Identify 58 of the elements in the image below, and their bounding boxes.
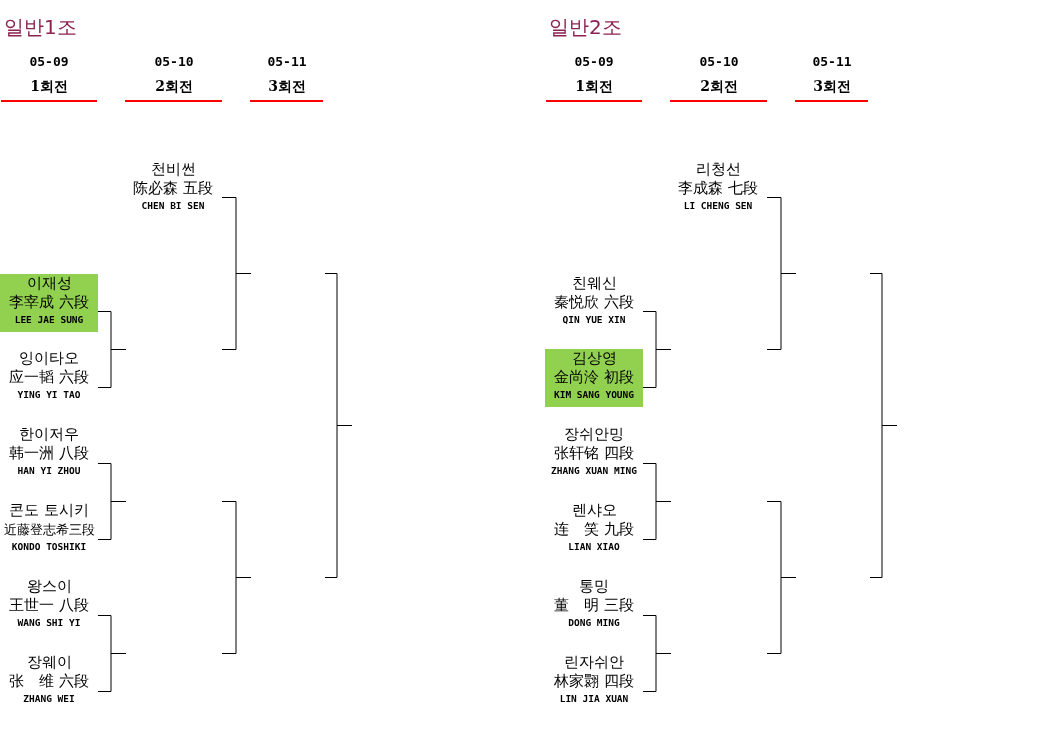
chinese-name: 韩一洲 八段 bbox=[8, 444, 90, 463]
date-label: 05-11 bbox=[811, 54, 853, 69]
korean-name: 린자쉬안 bbox=[563, 653, 625, 672]
korean-name: 잉이타오 bbox=[18, 349, 80, 368]
romanized-name: KIM SANG YOUNG bbox=[552, 388, 636, 402]
chinese-name: 秦悦欣 六段 bbox=[553, 293, 635, 312]
chinese-name: 陈必森 五段 bbox=[132, 179, 214, 198]
date-label: 05-09 bbox=[28, 54, 70, 69]
highlight-box bbox=[545, 349, 643, 407]
romanized-name: LIAN XIAO bbox=[567, 540, 621, 554]
korean-name: 장쉬안밍 bbox=[563, 425, 625, 444]
date-label: 05-09 bbox=[573, 54, 615, 69]
korean-name: 콘도 토시키 bbox=[8, 501, 90, 520]
chinese-name: 李宰成 六段 bbox=[8, 293, 90, 312]
romanized-name: CHEN BI SEN bbox=[140, 199, 206, 213]
romanized-name: ZHANG XUAN MING bbox=[550, 464, 638, 478]
chinese-name: 董 明 三段 bbox=[553, 596, 635, 615]
round-label: 3회전 bbox=[812, 78, 852, 96]
korean-name: 왕스이 bbox=[25, 577, 73, 596]
round-label: 1회전 bbox=[574, 78, 614, 96]
chinese-name: 张轩铭 四段 bbox=[553, 444, 635, 463]
korean-name: 장웨이 bbox=[25, 653, 73, 672]
korean-name: 이재성 bbox=[25, 274, 73, 293]
chinese-name: 李成森 七段 bbox=[677, 179, 759, 198]
romanized-name: HAN YI ZHOU bbox=[16, 464, 82, 478]
korean-name: 천비썬 bbox=[149, 160, 197, 179]
round-label: 3회전 bbox=[267, 78, 307, 96]
korean-name: 친웨신 bbox=[570, 274, 618, 293]
romanized-name: LEE JAE SUNG bbox=[13, 313, 85, 327]
romanized-name: YING YI TAO bbox=[16, 388, 82, 402]
romanized-name: LIN JIA XUAN bbox=[558, 692, 630, 706]
romanized-name: DONG MING bbox=[567, 616, 621, 630]
date-label: 05-10 bbox=[153, 54, 195, 69]
korean-name: 김상영 bbox=[570, 349, 618, 368]
group-heading: 일반2조 bbox=[549, 14, 622, 41]
chinese-name: 近藤登志希三段 bbox=[2, 521, 96, 539]
highlight-box bbox=[0, 274, 98, 332]
chinese-name: 王世一 八段 bbox=[8, 596, 90, 615]
date-label: 05-10 bbox=[698, 54, 740, 69]
chinese-name: 张 维 六段 bbox=[8, 672, 90, 691]
korean-name: 통밍 bbox=[578, 577, 610, 596]
romanized-name: QIN YUE XIN bbox=[561, 313, 627, 327]
chinese-name: 连 笑 九段 bbox=[553, 520, 635, 539]
round-label: 2회전 bbox=[699, 78, 739, 96]
romanized-name: KONDO TOSHIKI bbox=[10, 540, 88, 554]
korean-name: 한이저우 bbox=[18, 425, 80, 444]
round-label: 2회전 bbox=[154, 78, 194, 96]
round-label: 1회전 bbox=[29, 78, 69, 96]
chinese-name: 应一韬 六段 bbox=[8, 368, 90, 387]
romanized-name: LI CHENG SEN bbox=[682, 199, 754, 213]
group-heading: 일반1조 bbox=[4, 14, 77, 41]
romanized-name: ZHANG WEI bbox=[22, 692, 76, 706]
chinese-name: 林家翾 四段 bbox=[553, 672, 635, 691]
korean-name: 리청선 bbox=[694, 160, 742, 179]
date-label: 05-11 bbox=[266, 54, 308, 69]
chinese-name: 金尚泠 初段 bbox=[553, 368, 635, 387]
korean-name: 렌샤오 bbox=[570, 501, 618, 520]
romanized-name: WANG SHI YI bbox=[16, 616, 82, 630]
